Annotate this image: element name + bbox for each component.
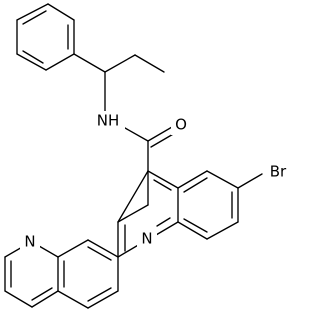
o-label-bg <box>171 115 191 135</box>
propyl-chain <box>73 53 165 113</box>
amide-group <box>117 123 176 172</box>
phenyl-ring <box>16 3 75 71</box>
pyridine-nitrogen-label: N <box>24 233 35 251</box>
quinoline-benzo-ring <box>177 170 239 240</box>
atom-labels: NH O Br N N <box>20 111 295 252</box>
quinoline-n-label-bg <box>137 229 157 249</box>
quinoline-pyridine-ring <box>117 170 179 258</box>
nh-label-bg <box>91 111 125 131</box>
br-label-bg <box>263 162 295 182</box>
bromine-label: Br <box>270 163 287 181</box>
quinoline-nitrogen-label: N <box>141 230 152 248</box>
oxygen-label: O <box>175 116 187 134</box>
bromo-bond <box>237 173 263 189</box>
bonds <box>4 3 263 309</box>
pyridinyl-ring <box>4 239 119 309</box>
chemical-structure-diagram: NH O Br N N <box>4 3 295 309</box>
nh-label: NH <box>97 112 120 130</box>
pyridine-n-label-bg <box>20 232 40 252</box>
